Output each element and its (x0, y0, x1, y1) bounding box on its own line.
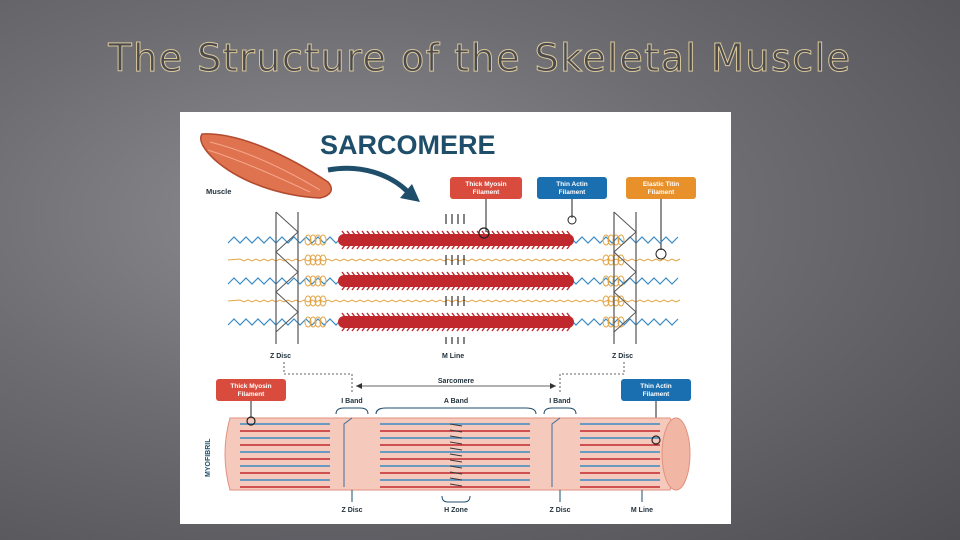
z-disc-left-label: Z Disc (270, 353, 291, 360)
i-band-right-bracket (543, 407, 577, 415)
sarcomere-heading: SARCOMERE (320, 130, 496, 160)
guide-right (559, 362, 625, 392)
myofibril-actin-ring (651, 435, 661, 445)
myofibril-myosin-ring (246, 416, 256, 426)
myofibril-z-disc (551, 417, 561, 487)
i-band-left-bracket (335, 407, 369, 415)
myosin-filament (338, 275, 574, 287)
filament-rows (227, 214, 681, 344)
h-zone-label: H Zone (444, 507, 468, 514)
a-band-label: A Band (444, 398, 468, 405)
myosin-filament (338, 234, 574, 246)
myosin-filament (338, 316, 574, 328)
titin-filament (227, 258, 681, 262)
bottom-z-disc-right-label: Z Disc (549, 507, 570, 514)
z-discs (275, 211, 637, 344)
myosin-pointer-ring (478, 227, 490, 239)
m-line-label: M Line (442, 353, 464, 360)
titin-filament (227, 299, 681, 303)
a-band-bracket (375, 407, 537, 415)
i-band-left-label: I Band (341, 398, 362, 405)
pointer-arrow (327, 165, 410, 194)
bottom-m-line-label: M Line (631, 507, 653, 514)
z-disc-right-label: Z Disc (612, 353, 633, 360)
muscle-illustration (200, 133, 332, 199)
slide-title: The Structure of the Skeletal Muscle (108, 36, 852, 81)
myofibril-z-disc (343, 417, 353, 487)
guide-left (283, 362, 353, 392)
bottom-z-disc-left-label: Z Disc (341, 507, 362, 514)
muscle-label: Muscle (206, 187, 231, 196)
myofibril-cylinder (224, 417, 691, 491)
arrow-head (400, 184, 420, 202)
sarcomere-span-label: Sarcomere (438, 378, 474, 385)
myofibril-label: MYOFIBRIL (205, 438, 212, 477)
i-band-right-label: I Band (549, 398, 570, 405)
